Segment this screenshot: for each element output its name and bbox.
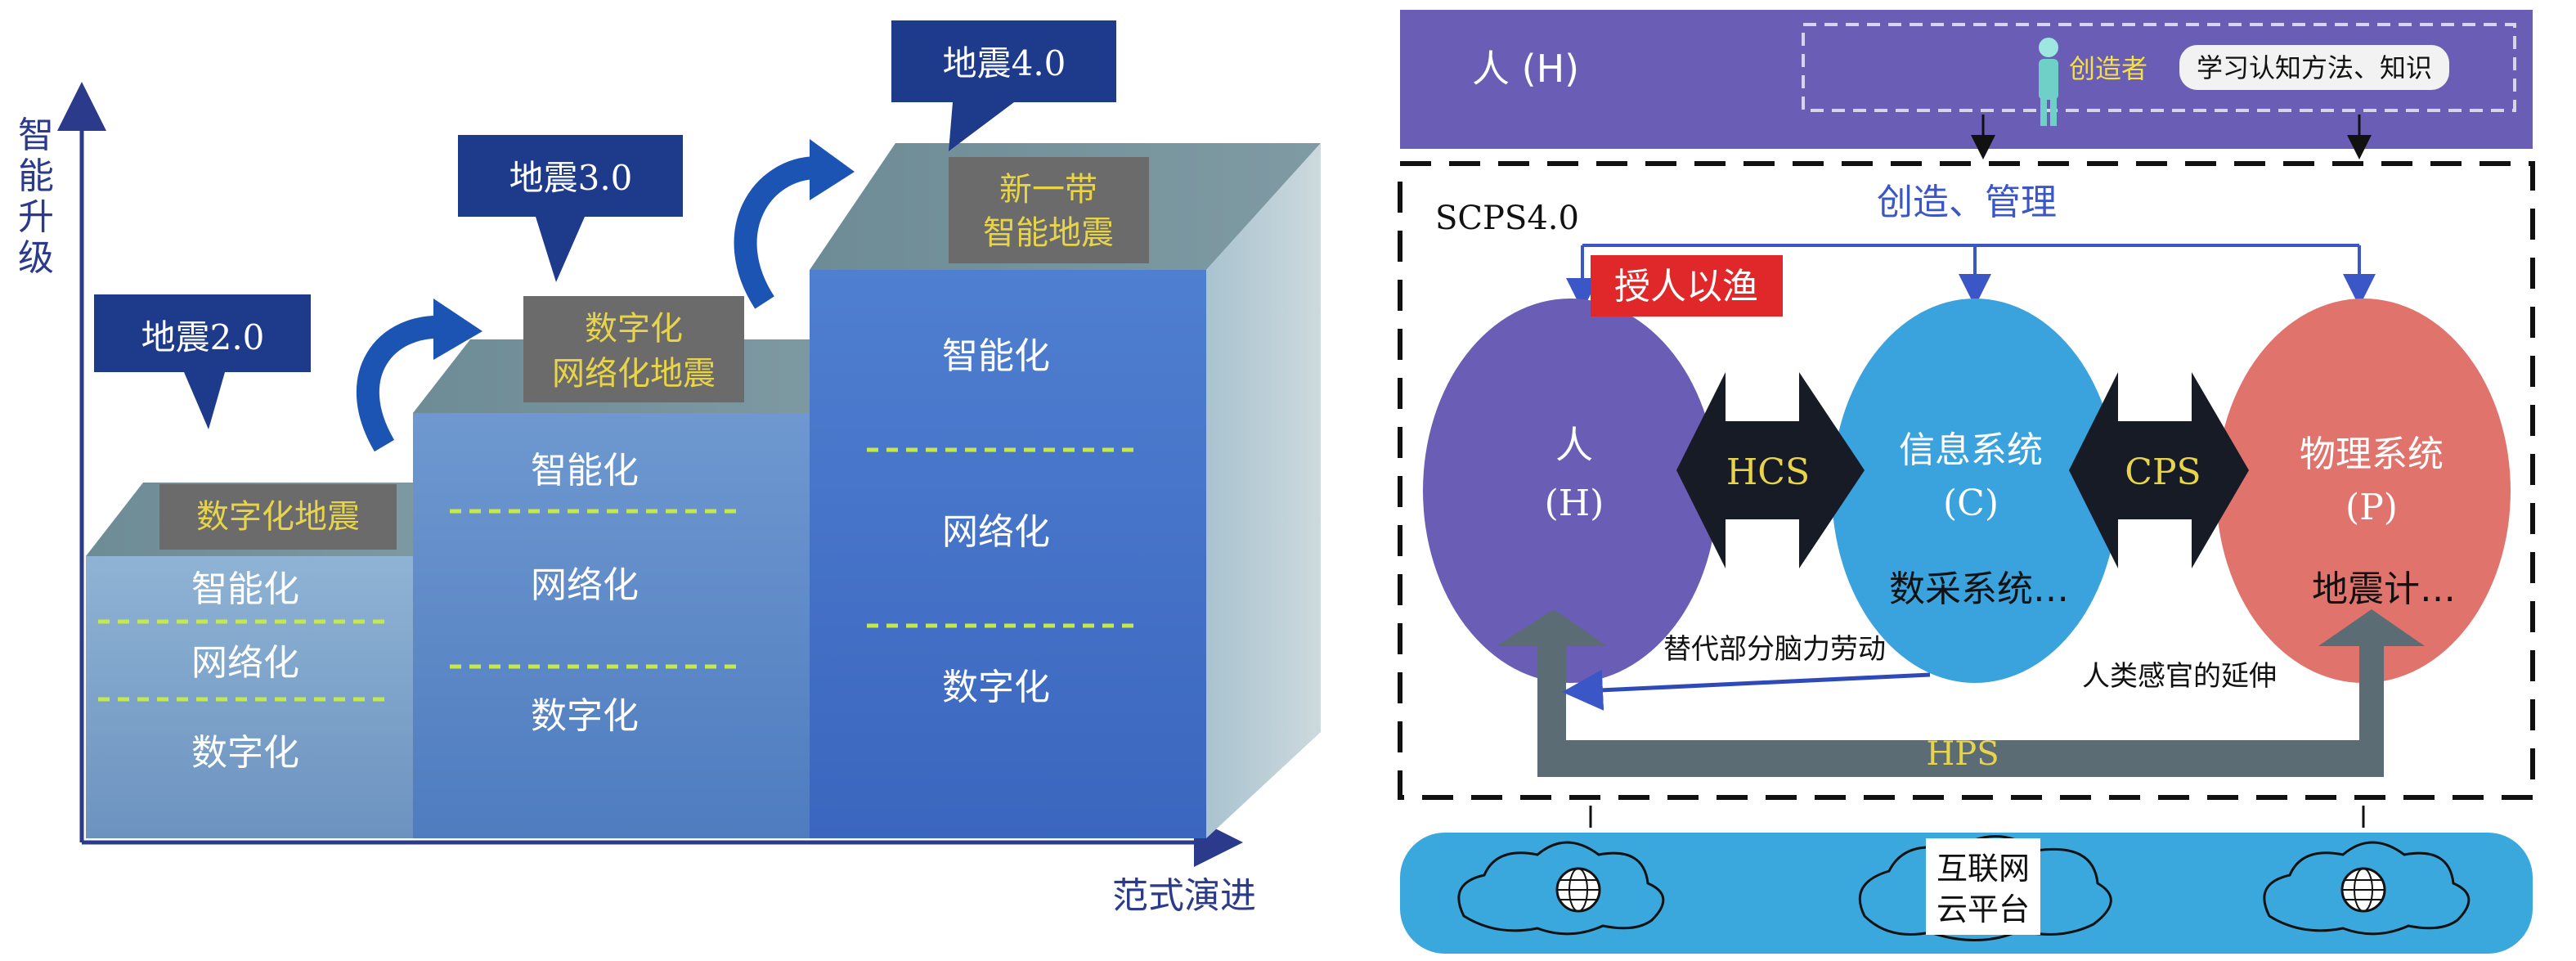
knowledge-label: 学习认知方法、知识 — [2197, 52, 2432, 83]
step2-top-label-1: 数字化 — [585, 310, 683, 348]
hcs-label: HCS — [1726, 451, 1810, 493]
curved-arrow-1-head — [433, 299, 482, 360]
cyber-circle-line1: 信息系统 — [1899, 429, 2043, 471]
step1-layer-2: 网络化 — [191, 642, 299, 684]
person-icon — [2039, 38, 2058, 126]
hps-label: HPS — [1926, 735, 1999, 773]
curved-arrow-2-head — [810, 139, 855, 200]
replace-arrow — [1562, 669, 1931, 711]
curved-arrow-1 — [357, 315, 447, 452]
layer-separators — [98, 447, 1141, 702]
callout-3-0-text: 地震3.0 — [509, 158, 633, 198]
circle-physical — [2216, 299, 2511, 683]
cloud-label-2: 云平台 — [1936, 891, 2030, 927]
replace-note: 替代部分脑力劳动 — [1663, 633, 1886, 666]
cloud-label-1: 互联网 — [1936, 851, 2030, 887]
layer-labels: 智能化 网络化 数字化 智能化 网络化 数字化 智能化 网络化 数字化 — [191, 335, 1050, 774]
step1-top-label: 数字化地震 — [196, 498, 360, 536]
svg-text:升: 升 — [18, 196, 54, 238]
callout-4-0-text: 地震4.0 — [943, 43, 1066, 83]
step3-top-label-1: 新一带 — [999, 171, 1097, 209]
step1-layer-1: 智能化 — [191, 568, 299, 610]
globe-icon — [1555, 867, 1601, 913]
callout-3-0 — [458, 135, 683, 282]
creator-label: 创造者 — [2069, 53, 2147, 84]
physical-circle-line1: 物理系统 — [2300, 433, 2444, 475]
circle-human — [1423, 299, 1717, 683]
step2-layer-1: 智能化 — [531, 450, 639, 492]
knowledge-dashed-box — [1802, 23, 2516, 112]
teach-banner — [1591, 255, 1783, 317]
step2-layer-2: 网络化 — [531, 564, 639, 606]
step2-front — [413, 413, 810, 838]
create-manage-label: 创造、管理 — [1877, 182, 2057, 223]
step2-top-label-box — [523, 296, 744, 402]
hps-arrow — [1497, 609, 2425, 777]
svg-text:智: 智 — [18, 115, 54, 156]
step3-top-label-2: 智能地震 — [983, 214, 1114, 252]
x-axis-label: 范式演进 — [1112, 875, 1256, 917]
step3-top-label-box — [949, 157, 1149, 263]
extend-note: 人类感官的延伸 — [2082, 660, 2277, 693]
cyber-circle-line3: 数采系统… — [1889, 568, 2069, 610]
scps-frame — [1398, 161, 2535, 800]
cloud-outlines — [1457, 835, 2471, 942]
hcs-arrow — [1676, 372, 1865, 568]
human-circle-line1: 人 — [1555, 423, 1593, 467]
callout-2-0 — [94, 294, 311, 429]
feedback-band — [1570, 685, 2355, 720]
circle-cyber — [1832, 299, 2118, 683]
step3-front — [810, 270, 1206, 838]
cps-arrow — [2069, 372, 2249, 568]
teach-label: 授人以渔 — [1614, 266, 1758, 308]
human-band-label: 人 (H) — [1472, 47, 1579, 91]
cyber-circle-line2: (C) — [1943, 483, 1999, 524]
step2-top-label-2: 网络化地震 — [552, 355, 716, 393]
cps-label: CPS — [2125, 451, 2201, 493]
step1-layer-3: 数字化 — [191, 732, 299, 774]
physical-circle-line3: 地震计… — [2312, 568, 2456, 610]
cloud-connectors — [1589, 806, 2365, 828]
step1-top-label-box — [159, 484, 397, 550]
frame-title: SCPS4.0 — [1435, 200, 1579, 237]
physical-circle-line2: (P) — [2345, 487, 2398, 528]
knowledge-pill — [2179, 45, 2449, 90]
callout-4-0 — [891, 20, 1116, 151]
svg-text:能: 能 — [18, 155, 54, 197]
step3-layer-1: 智能化 — [942, 335, 1050, 377]
cloud-label-box — [1926, 838, 2040, 935]
svg-text:级: 级 — [18, 237, 54, 279]
left-staircase: 智 能 升 级 范式演进 地震2.0 地震3.0 地震4.0 数字化地震 数字化… — [18, 20, 1321, 917]
callout-2-0-text: 地震2.0 — [141, 317, 265, 357]
human-circle-line2: (H) — [1545, 483, 1604, 524]
right-scps: 人 (H) 创造者 学习认知方法、知识 SCPS4.0 创造、管理 授人以渔 — [1398, 10, 2535, 954]
step3-side — [1206, 143, 1321, 838]
curved-arrow-2 — [734, 156, 819, 309]
globe-icon — [2340, 867, 2386, 913]
y-axis-label: 智 能 升 级 — [18, 115, 54, 279]
step3-layer-2: 网络化 — [942, 511, 1050, 553]
step2-layer-3: 数字化 — [531, 695, 639, 737]
step3-layer-3: 数字化 — [942, 667, 1050, 708]
